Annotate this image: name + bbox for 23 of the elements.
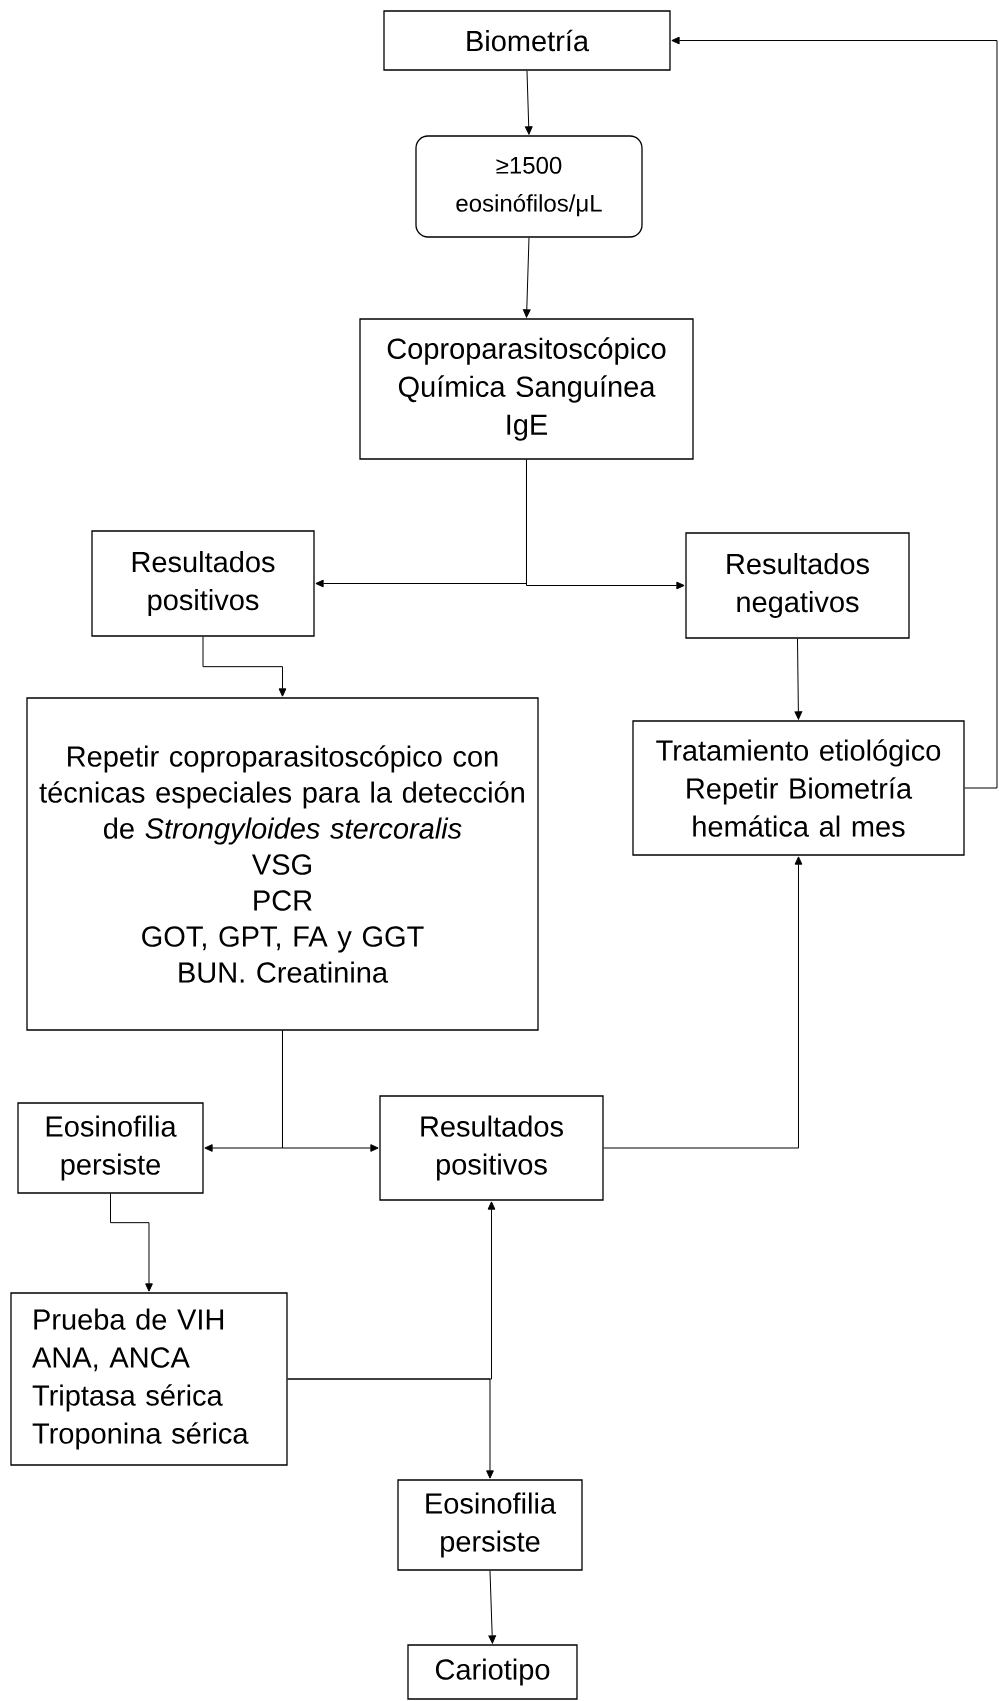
arrow — [202, 636, 287, 697]
arrow — [671, 36, 998, 789]
process-box: Coproparasitoscópico Química Sanguínea IgE — [359, 318, 694, 460]
process-box: Resultados positivos — [91, 530, 315, 637]
arrow — [524, 70, 533, 135]
process-box: Eosinofilia persiste — [17, 1102, 204, 1194]
process-box: Prueba de VIH ANA, ANCA Triptasa sérica Troponina sérica — [10, 1292, 288, 1466]
arrow — [522, 237, 531, 318]
arrow — [282, 1030, 379, 1152]
process-box: Cariotipo — [407, 1644, 578, 1700]
process-box: Repetir coproparasitoscópico con técnicas especiales para la detección de Strongyloides stercoralis VSG PCR GOT, GPT, FA y GGT BUN. Creatinina — [26, 697, 539, 1031]
process-box: ≥1500 eosinófilos/μL — [415, 135, 643, 238]
arrow — [110, 1193, 153, 1292]
arrow — [287, 1378, 494, 1479]
arrow — [603, 856, 803, 1149]
process-box: Resultados negativos — [685, 532, 910, 639]
process-box: Biometría — [383, 10, 671, 71]
process-box: Tratamiento etiológico Repetir Biometría hemática al mes — [632, 720, 965, 856]
process-box: Resultados positivos — [379, 1095, 604, 1201]
process-box: Eosinofilia persiste — [397, 1479, 583, 1571]
arrow — [488, 1570, 497, 1644]
arrow — [794, 638, 803, 720]
arrow — [526, 459, 685, 590]
